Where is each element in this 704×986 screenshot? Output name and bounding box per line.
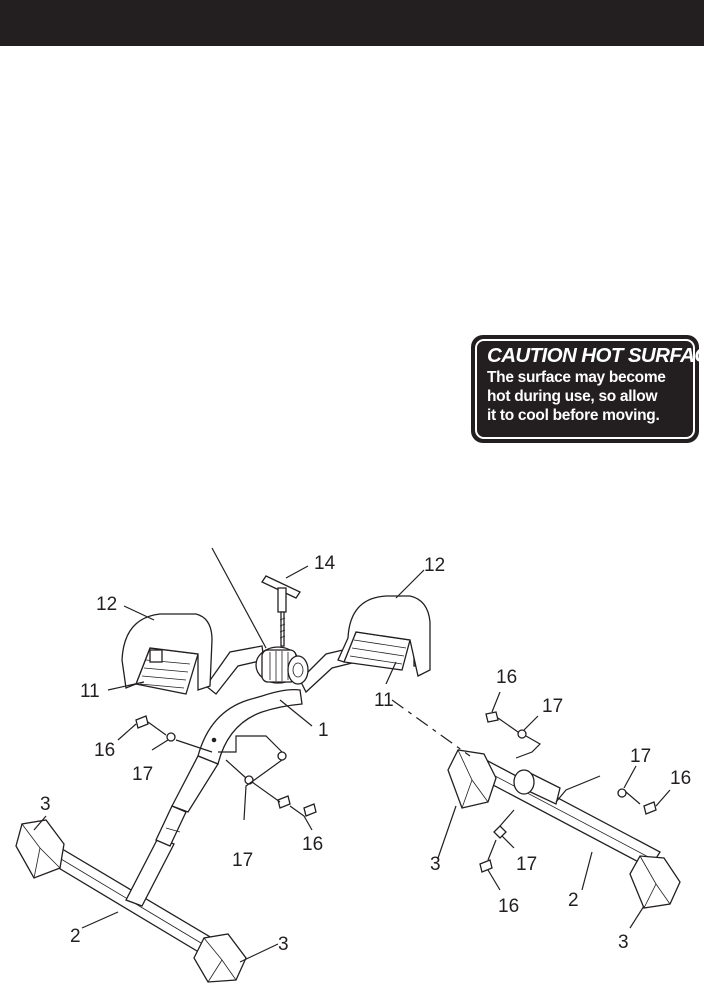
callout-3-left-top: 3 xyxy=(40,794,51,815)
caution-line-3: it to cool before moving. xyxy=(487,407,660,424)
axle-dashed-line xyxy=(391,699,471,757)
right-pedal-strap-12 xyxy=(337,595,431,677)
callout-11-left: 11 xyxy=(80,681,100,702)
callout-12-right: 12 xyxy=(424,555,445,576)
callout-14: 14 xyxy=(314,553,336,574)
tension-knob-14 xyxy=(261,575,301,647)
caution-title: CAUTION HOT SURFACE! xyxy=(487,344,704,367)
callout-3-right-top: 3 xyxy=(430,854,441,875)
callout-17-c: 17 xyxy=(542,696,563,717)
left-pedal-strap-12 xyxy=(121,613,213,691)
left-hardware xyxy=(135,715,317,817)
callout-16-c: 16 xyxy=(496,667,517,688)
callout-17-b: 17 xyxy=(232,850,253,871)
callout-11-right: 11 xyxy=(374,690,394,711)
left-pedal-11 xyxy=(135,647,199,695)
callout-16-a: 16 xyxy=(94,740,115,761)
resistance-drum xyxy=(255,646,309,685)
callout-17-a: 17 xyxy=(132,764,153,785)
left-end-cap-3-top xyxy=(15,819,65,879)
left-end-cap-3-bottom xyxy=(193,933,247,983)
right-connector-sleeve xyxy=(513,769,535,795)
callout-16-e: 16 xyxy=(498,896,519,917)
callout-16-d: 16 xyxy=(670,768,691,789)
left-upright-tube xyxy=(125,805,187,907)
callout-16-b: 16 xyxy=(302,834,323,855)
caution-label-border: CAUTION HOT SURFACE! The surface may bec… xyxy=(475,339,704,439)
crank-arm-left xyxy=(205,645,265,695)
callout-3-right-bottom: 3 xyxy=(618,932,629,953)
callout-2-right: 2 xyxy=(568,890,579,911)
caution-line-1: The surface may become xyxy=(487,369,666,386)
right-end-cap-3-top xyxy=(447,749,497,809)
callout-2-left: 2 xyxy=(70,926,81,947)
header-bar xyxy=(0,0,704,46)
callout-17-e: 17 xyxy=(516,854,537,875)
main-frame-1 xyxy=(171,688,303,813)
right-hardware xyxy=(479,711,657,873)
callout-1: 1 xyxy=(318,720,329,741)
right-end-cap-3-bottom xyxy=(629,855,681,909)
callout-3-left-bottom: 3 xyxy=(278,934,289,955)
callout-17-d: 17 xyxy=(630,746,651,767)
leader-lines xyxy=(33,547,671,963)
caution-hot-surface-label: CAUTION HOT SURFACE! The surface may bec… xyxy=(471,335,704,443)
callout-12-left: 12 xyxy=(96,594,117,615)
right-base-tube-2 xyxy=(475,759,661,869)
caution-line-2: hot during use, so allow xyxy=(487,388,658,405)
